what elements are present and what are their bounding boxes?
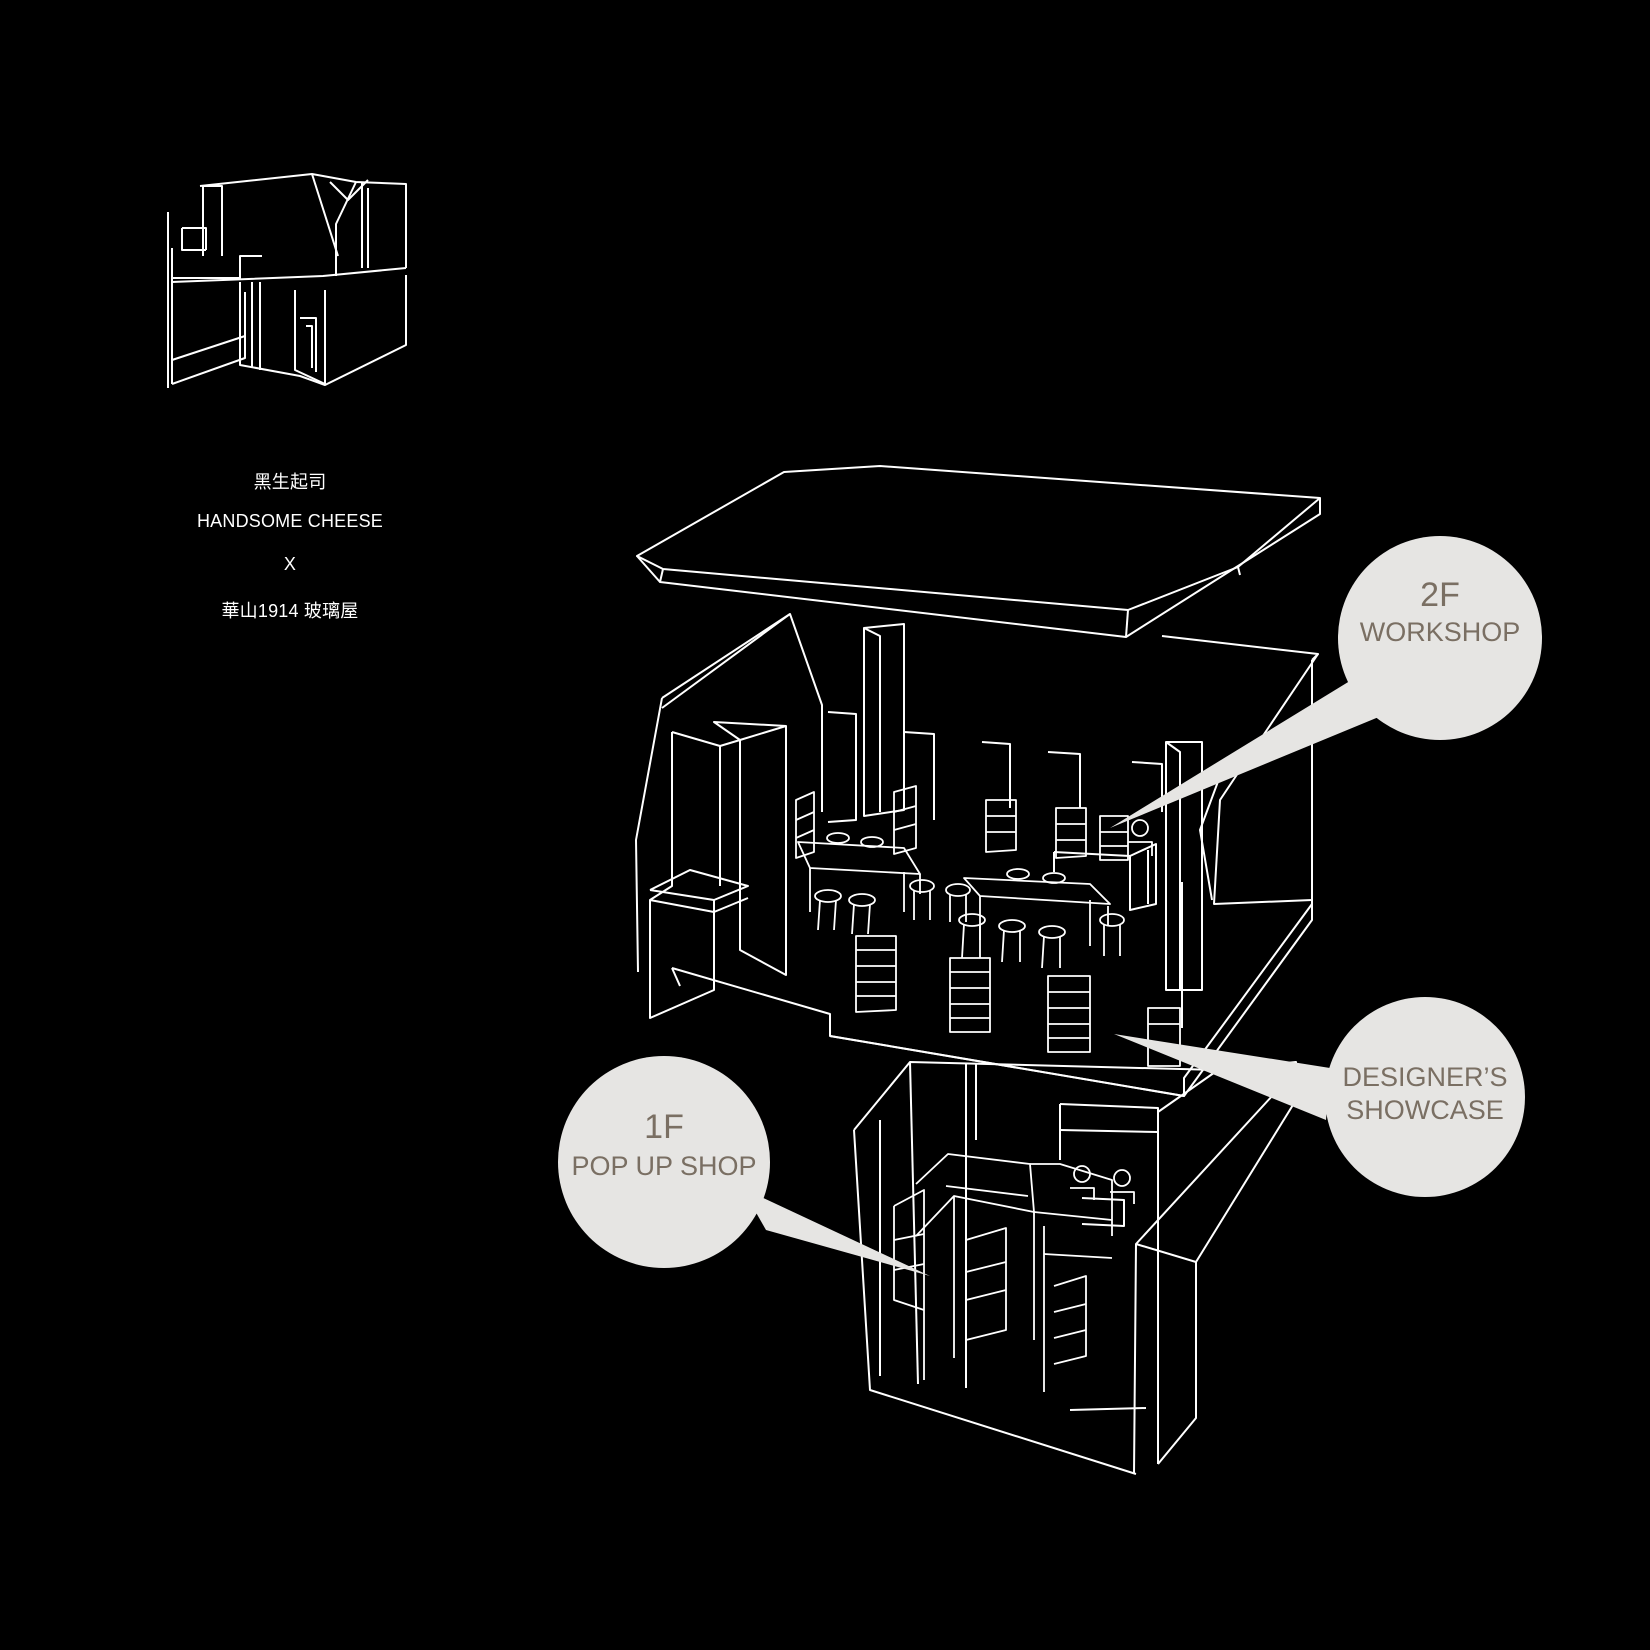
workshop-floor-label: 2F [1420, 576, 1460, 614]
workshop-label: WORKSHOP [1359, 617, 1521, 648]
roof-slab [636, 465, 1321, 638]
workshop-bubble [1110, 536, 1542, 828]
credit-brand-name: HANDSOME CHEESE [196, 511, 384, 531]
popup-label: POP UP SHOP [571, 1151, 757, 1182]
credit-chinese-brand: 黑生起司 [253, 472, 327, 492]
credit-collaboration-x: X [283, 554, 297, 574]
showcase-label-line1: DESIGNER’S [1342, 1062, 1508, 1092]
level-1f [853, 1061, 1297, 1475]
popup-floor-label: 1F [644, 1108, 684, 1146]
showcase-label-line2: SHOWCASE [1346, 1095, 1504, 1126]
workshop-tables [797, 819, 1153, 969]
popup-shop-bubble [558, 1056, 930, 1276]
display-frames-1f [893, 1153, 1135, 1392]
showcase-callout: DESIGNER’S SHOWCASE [1325, 1062, 1525, 1126]
keyplan-building [167, 173, 407, 388]
workshop-callout: 2F WORKSHOP [1340, 576, 1540, 648]
shelf-units-2f [795, 785, 1181, 1067]
credit-venue: 華山1914 玻璃屋 [221, 601, 359, 621]
popup-callout: 1F POP UP SHOP [554, 1108, 774, 1182]
level-2f [635, 613, 1319, 1097]
showcase-bubble [1114, 997, 1525, 1197]
